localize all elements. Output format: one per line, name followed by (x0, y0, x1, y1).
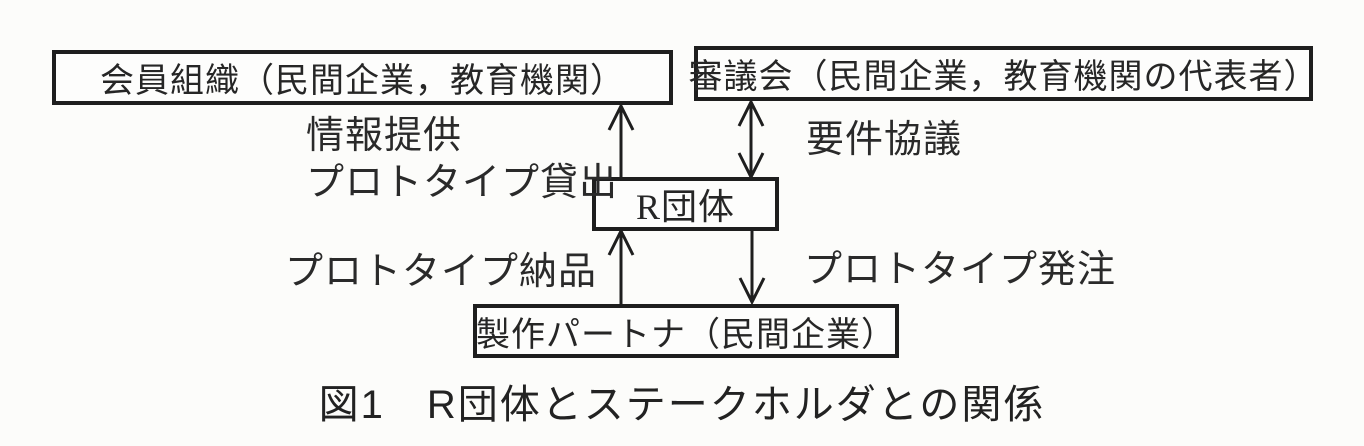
edge-label-prototype-delivery: プロトタイプ納品 (285, 251, 598, 293)
edge-label-prototype-order: プロトタイプ発注 (804, 249, 1117, 291)
node-production-partner: 製作パートナ（民間企業） (473, 304, 899, 358)
arrow-prototype-delivery (607, 227, 635, 304)
node-member-organization: 会員組織（民間企業，教育機関） (52, 50, 673, 105)
arrow-requirement-consultation (737, 98, 765, 181)
edge-label-requirement-consultation: 要件協議 (806, 119, 963, 161)
figure-caption: 図1 R団体とステークホルダとの関係 (318, 383, 1046, 427)
edge-label-info-provision: 情報提供 (306, 115, 463, 157)
node-r-organization: R団体 (592, 177, 779, 231)
edge-label-prototype-lending: プロトタイプ貸出 (306, 162, 619, 204)
node-council: 審議会（民間企業，教育機関の代表者） (689, 46, 1318, 101)
arrow-prototype-order (738, 230, 766, 306)
